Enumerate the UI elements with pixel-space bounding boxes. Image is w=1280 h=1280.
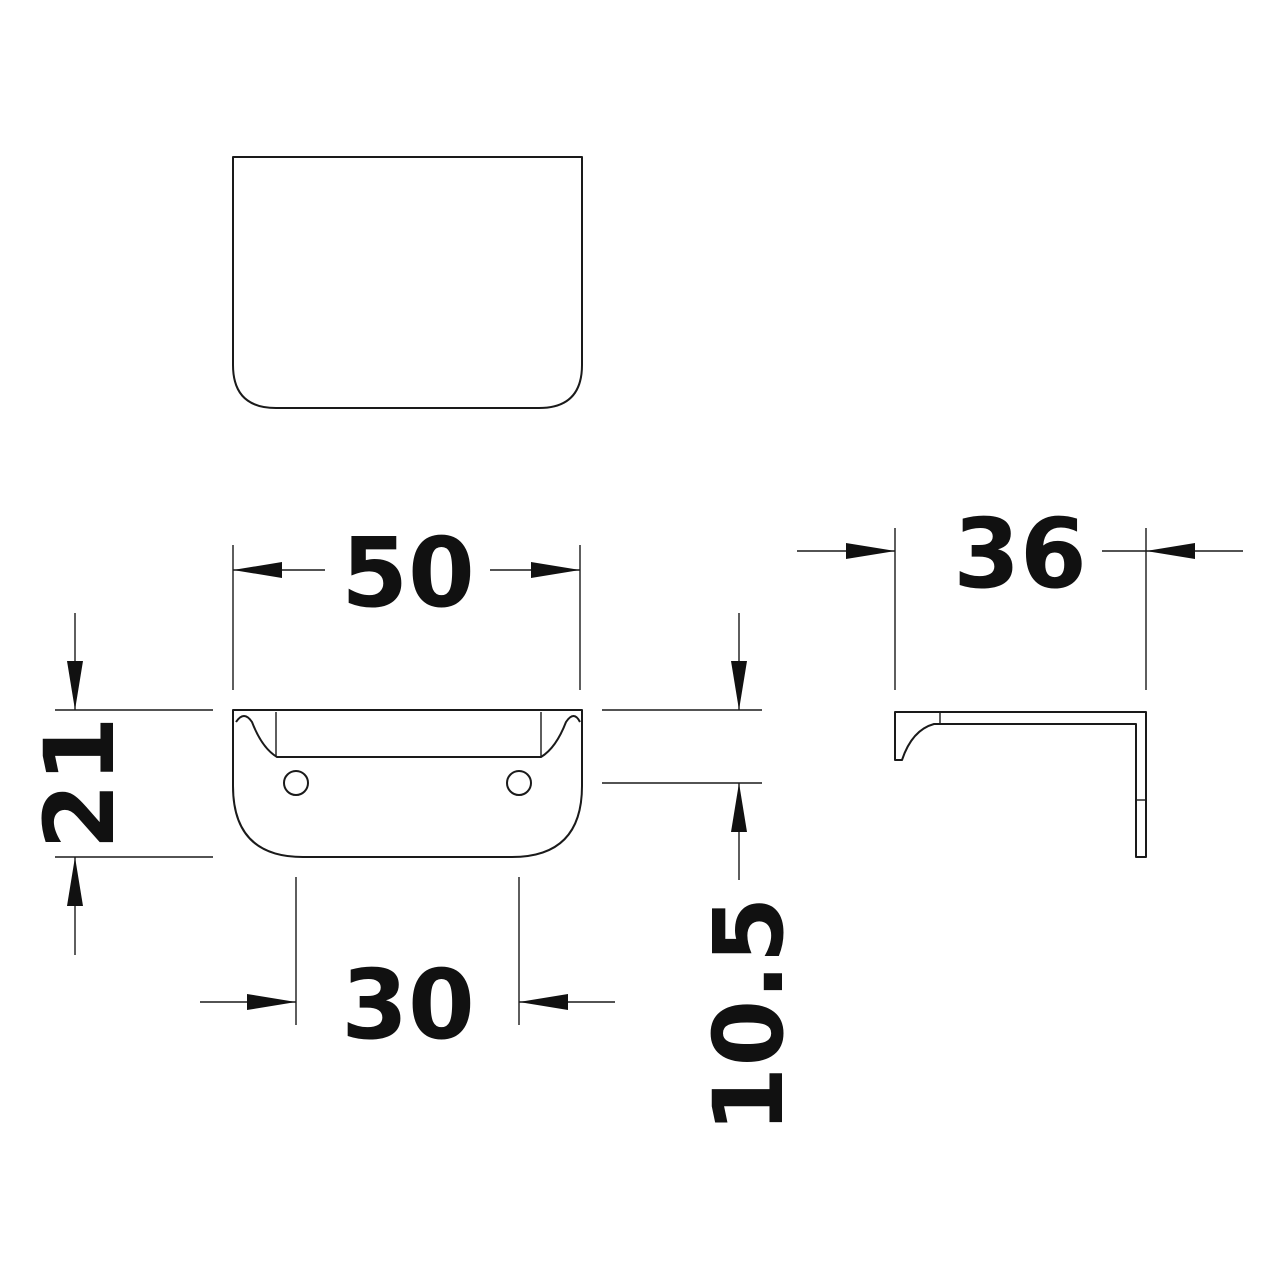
mounting-hole-left — [283, 770, 309, 796]
dimension-label-depth: 36 — [953, 498, 1087, 610]
dimension-label-hole-height: 10.5 — [693, 897, 805, 1134]
arrowhead — [1146, 543, 1195, 559]
side-view-profile — [894, 711, 1147, 858]
top-view — [232, 156, 583, 409]
arrowhead — [247, 994, 296, 1010]
dimension-label-height: 21 — [24, 716, 136, 850]
arrowhead — [731, 783, 747, 832]
arrowhead — [519, 994, 568, 1010]
dimension-overall-height: 21 — [24, 613, 213, 955]
dimension-hole-spacing: 30 — [200, 877, 615, 1061]
arrowhead — [531, 562, 580, 578]
front-view-lip — [235, 715, 581, 758]
dimension-depth: 36 — [797, 498, 1243, 690]
arrowhead — [846, 543, 895, 559]
top-view-outline — [232, 156, 583, 409]
front-view — [232, 709, 583, 858]
arrowhead — [67, 661, 83, 710]
arrowhead — [731, 661, 747, 710]
side-view — [894, 711, 1147, 858]
arrowhead — [233, 562, 282, 578]
arrowhead — [67, 857, 83, 906]
mounting-hole-right — [506, 770, 532, 796]
dimension-hole-height: 10.5 — [602, 613, 805, 1133]
dimension-label-width: 50 — [341, 517, 475, 629]
dimension-label-hole-spacing: 30 — [341, 949, 475, 1061]
front-view-outline — [232, 709, 583, 858]
dimension-overall-width: 50 — [232, 517, 581, 690]
